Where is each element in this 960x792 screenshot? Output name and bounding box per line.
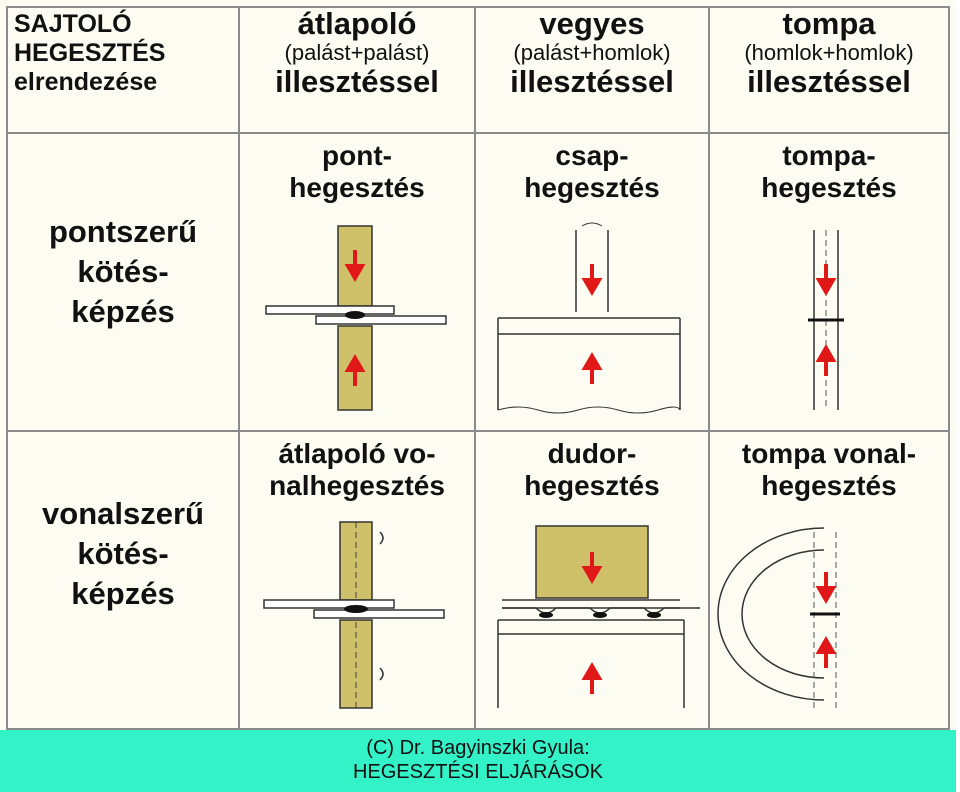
cell-spot-welding: pont- hegesztés — [238, 132, 476, 432]
column-header-lap: átlapoló (palást+palást) illesztéssel — [238, 6, 476, 134]
column-header-mixed: vegyes (palást+homlok) illesztéssel — [474, 6, 710, 134]
cell-stud-welding: csap- hegesztés — [474, 132, 710, 432]
cell-title-line-2: hegesztés — [761, 470, 897, 501]
down-arrow-icon — [815, 572, 837, 604]
weld-nugget — [345, 311, 365, 319]
sheet — [502, 599, 680, 609]
rotation-icon — [379, 667, 384, 681]
down-arrow-icon — [581, 264, 603, 296]
row-label-line-3: képzés — [71, 294, 175, 329]
ring-outer — [717, 527, 825, 701]
column-bottom: illesztéssel — [510, 64, 674, 99]
cell-title-line-2: hegesztés — [289, 172, 425, 203]
cell-projection-welding: dudor- hegesztés — [474, 430, 710, 730]
column-header-butt: tompa (homlok+homlok) illesztéssel — [708, 6, 950, 134]
column-title: tompa — [782, 6, 876, 41]
up-arrow-icon — [581, 662, 603, 694]
down-arrow-icon — [581, 552, 603, 584]
cell-title-line-1: pont- — [322, 140, 392, 171]
up-arrow-icon — [815, 636, 837, 668]
upper-sheet — [265, 305, 395, 315]
stud — [575, 230, 609, 312]
footer-line-2: HEGESZTÉSI ELJÁRÁSOK — [352, 761, 604, 783]
cell-title-line-2: nalhegesztés — [269, 470, 445, 501]
cell-title-line-2: hegesztés — [761, 172, 897, 203]
cell-title-line-1: tompa vonal- — [741, 438, 917, 469]
corner-header: SAJTOLÓ HEGESZTÉS elrendezése — [6, 6, 240, 134]
cell-title-line-2: hegesztés — [524, 172, 660, 203]
rotation-icon — [379, 531, 384, 545]
cell-title-line-1: tompa- — [782, 140, 876, 171]
seam-nugget — [344, 605, 368, 613]
column-title: vegyes — [539, 6, 645, 41]
cell-butt-welding: tompa- hegesztés — [708, 132, 950, 432]
corner-line-2: HEGESZTÉS — [14, 39, 166, 67]
row-label-line-2: kötés- — [77, 254, 169, 289]
up-arrow-icon — [344, 354, 366, 386]
seam-welding-figure — [263, 521, 445, 709]
lower-sheet — [313, 609, 445, 619]
butt-seam-welding-figure — [717, 527, 840, 708]
cell-title-line-1: csap- — [555, 140, 629, 171]
up-arrow-icon — [815, 344, 837, 376]
lower-sheet — [315, 315, 447, 325]
row-label-line-1: pontszerű — [48, 214, 198, 249]
diagram-frame: SAJTOLÓ HEGESZTÉS elrendezése átlapoló (… — [0, 0, 956, 730]
base-plate — [497, 619, 685, 708]
row-label-line: vonalszerű kötés- képzés — [6, 430, 240, 730]
corner-line-1: SAJTOLÓ — [14, 10, 132, 38]
column-title: átlapoló — [297, 6, 417, 41]
upper-sheet — [263, 599, 395, 609]
footer: (C) Dr. Bagyinszki Gyula: HEGESZTÉSI ELJ… — [0, 730, 956, 792]
row-label-line-2: kötés- — [77, 536, 169, 571]
column-bottom: illesztéssel — [747, 64, 911, 99]
column-subtitle: (homlok+homlok) — [744, 40, 914, 65]
stud-welding-figure — [497, 222, 681, 414]
up-arrow-icon — [581, 352, 603, 384]
cell-title-line-1: átlapoló vo- — [278, 438, 436, 469]
down-arrow-icon — [815, 264, 837, 296]
cell-title-line-2: hegesztés — [524, 470, 660, 501]
ring-inner — [741, 549, 825, 679]
column-bottom: illesztéssel — [275, 64, 439, 99]
cell-butt-seam-welding: tompa vonal- hegesztés — [708, 430, 950, 730]
row-label-line-1: vonalszerű — [42, 496, 204, 531]
base-plate — [497, 317, 681, 410]
welding-table: SAJTOLÓ HEGESZTÉS elrendezése átlapoló (… — [6, 6, 950, 730]
butt-welding-figure — [808, 230, 844, 410]
corner-line-3: elrendezése — [14, 68, 158, 96]
column-subtitle: (palást+homlok) — [513, 40, 671, 65]
spot-welding-figure — [265, 225, 447, 411]
row-label-spot: pontszerű kötés- képzés — [6, 132, 240, 432]
cell-seam-welding: átlapoló vo- nalhegesztés — [238, 430, 476, 730]
row-label-line-3: képzés — [71, 576, 175, 611]
footer-line-1: (C) Dr. Bagyinszki Gyula: — [366, 737, 590, 759]
column-subtitle: (palást+palást) — [284, 40, 430, 65]
cell-title-line-1: dudor- — [547, 438, 637, 469]
down-arrow-icon — [344, 250, 366, 282]
projection-welding-figure — [497, 525, 700, 708]
